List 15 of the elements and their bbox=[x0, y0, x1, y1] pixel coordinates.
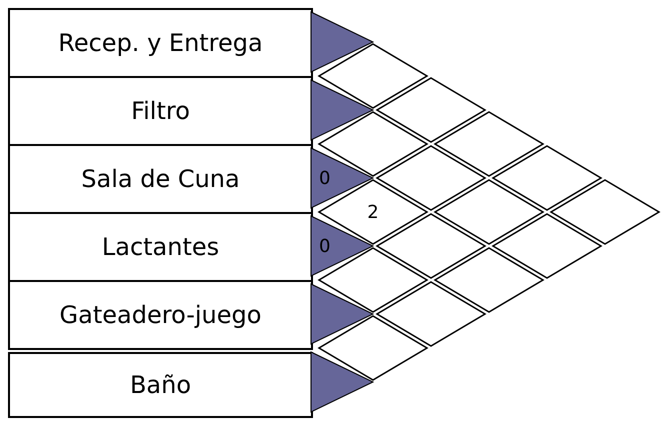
room-box bbox=[8, 280, 313, 350]
room-name: Lactantes bbox=[102, 233, 220, 261]
room-box bbox=[8, 212, 313, 282]
relation-value: 0 bbox=[319, 168, 330, 188]
room-name: Sala de Cuna bbox=[81, 165, 240, 193]
room-box bbox=[8, 8, 313, 78]
room-name: Baño bbox=[130, 371, 192, 399]
room-name: Filtro bbox=[131, 97, 190, 125]
room-box bbox=[8, 352, 313, 418]
room-name: Recep. y Entrega bbox=[58, 29, 263, 57]
relation-value: 0 bbox=[319, 236, 330, 256]
room-box bbox=[8, 144, 313, 214]
relation-value: 2 bbox=[367, 202, 379, 222]
room-box bbox=[8, 76, 313, 146]
room-name: Gateadero-juego bbox=[60, 301, 262, 329]
